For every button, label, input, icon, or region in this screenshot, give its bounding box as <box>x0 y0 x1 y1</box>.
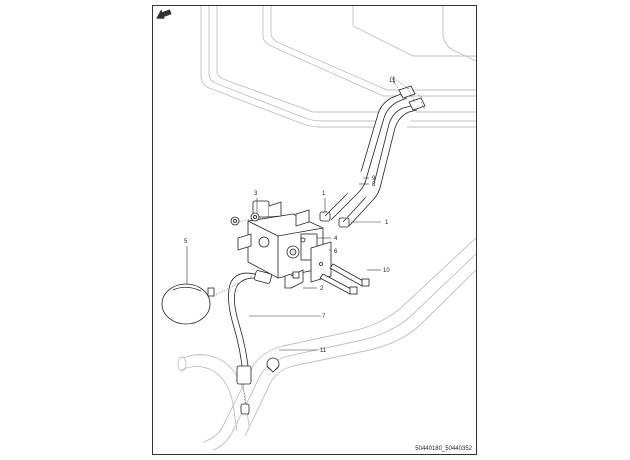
nut-washer-3 <box>230 212 260 226</box>
exploded-view-drawing: 3 1 1 4 6 10 2 5 7 8 9 11 11 <box>161 6 476 451</box>
callout-2: 2 <box>320 286 324 292</box>
callout-5: 5 <box>184 239 188 245</box>
flexible-hose-7 <box>228 270 272 385</box>
cap-11-bottom <box>266 357 280 373</box>
callout-6: 6 <box>334 249 338 255</box>
callout-10: 10 <box>383 268 390 274</box>
rigid-pipe-8-9 <box>324 93 418 227</box>
accumulator-sphere <box>161 283 215 325</box>
bracket-plate-6 <box>310 241 332 283</box>
bolt-10 <box>319 263 370 295</box>
document-id: 50440180_50440352 <box>415 446 472 452</box>
valve-block <box>237 200 324 279</box>
elbow-fitting-2 <box>284 269 304 289</box>
callout-labels: 3 1 1 4 6 10 2 5 7 8 9 11 11 <box>184 78 396 354</box>
callout-8: 8 <box>372 182 376 188</box>
fitting-1 <box>319 211 350 228</box>
assembly-dashed-lines <box>212 217 254 417</box>
cap-11-top <box>390 75 426 111</box>
callout-3: 3 <box>254 191 258 197</box>
callout-9: 9 <box>372 176 376 182</box>
callout-1-upper: 1 <box>322 191 326 197</box>
direction-arrow-icon <box>156 9 172 19</box>
background-frame-outline <box>177 6 476 451</box>
callout-11-bottom: 11 <box>320 348 327 354</box>
callout-1-lower: 1 <box>385 220 389 226</box>
callout-4: 4 <box>334 236 338 242</box>
diagram-frame: 3 1 1 4 6 10 2 5 7 8 9 11 11 50440180_50… <box>152 5 477 455</box>
callout-leaders <box>186 76 395 351</box>
callout-11-top: 11 <box>389 78 396 84</box>
callout-7: 7 <box>322 314 326 320</box>
